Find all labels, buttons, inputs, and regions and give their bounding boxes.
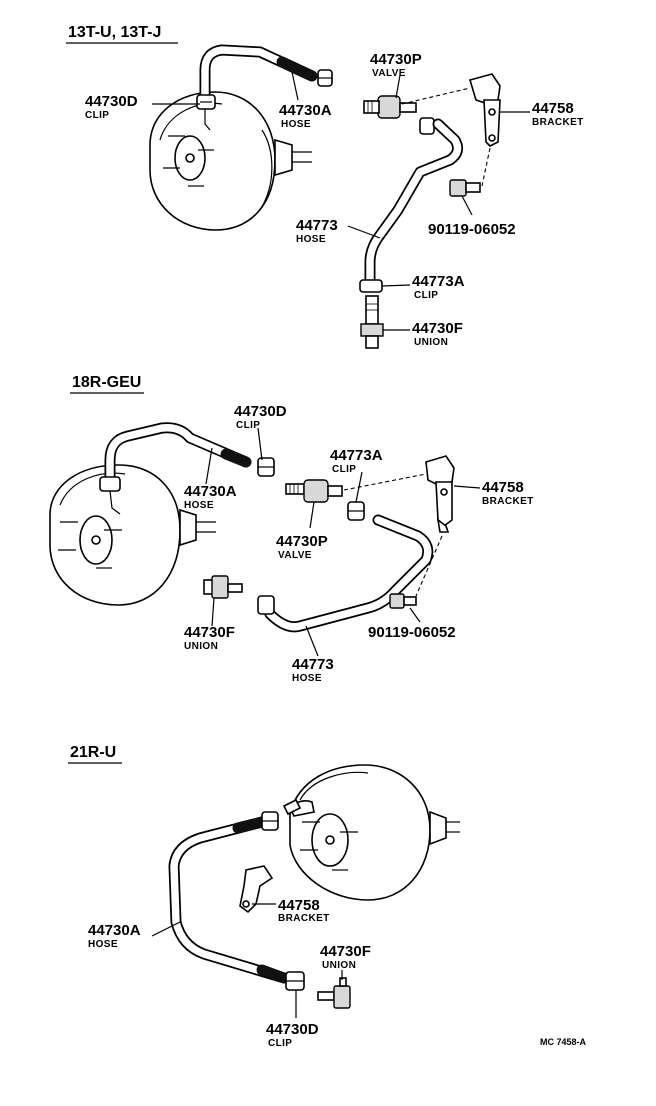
section-21r-u: 21R-U xyxy=(68,744,460,1049)
clip-44730d xyxy=(196,94,216,131)
clip-44730d xyxy=(99,476,121,515)
assembly-line xyxy=(481,147,491,187)
label-44730p-name: VALVE xyxy=(372,68,406,79)
label-44730a-name: HOSE xyxy=(281,119,311,130)
bracket-44758 xyxy=(468,73,501,147)
check-valve-44730p xyxy=(285,479,343,503)
label-44773-name: HOSE xyxy=(292,673,322,684)
label-bolt-num: 90119-06052 xyxy=(428,221,516,238)
label-44730a-num: 44730A xyxy=(279,102,332,119)
hose-clip xyxy=(257,595,275,615)
leader-line xyxy=(291,71,299,101)
label-44730a-name: HOSE xyxy=(184,500,214,511)
clip-44773a xyxy=(347,501,365,521)
leader-line xyxy=(409,607,421,623)
leader-line xyxy=(257,427,263,461)
label-44773a-num: 44773A xyxy=(330,447,383,464)
clip-44730d-hose-end xyxy=(257,457,275,477)
leader-line xyxy=(381,284,411,287)
label-bolt-num: 90119-06052 xyxy=(368,624,456,641)
label-44730f-name: UNION xyxy=(184,641,218,652)
leader-line xyxy=(461,195,473,216)
brake-booster xyxy=(49,464,216,606)
hose-fitting xyxy=(282,798,302,816)
check-valve-44730p xyxy=(363,95,417,119)
label-44758-name: BRACKET xyxy=(278,913,330,924)
assembly-line xyxy=(415,535,443,597)
section-heading: 21R-U xyxy=(70,744,116,761)
section-heading: 18R-GEU xyxy=(72,374,141,391)
label-44758-num: 44758 xyxy=(278,897,320,914)
leader-line xyxy=(395,74,401,99)
bolt-90119-06052 xyxy=(389,593,417,609)
label-44773-num: 44773 xyxy=(292,656,334,673)
label-44758-num: 44758 xyxy=(532,100,574,117)
assembly-line xyxy=(401,87,471,105)
union-44730f xyxy=(203,575,243,599)
figure-code: MC 7458-A xyxy=(540,1037,587,1047)
label-44730f-num: 44730F xyxy=(320,943,371,960)
label-44730f-name: UNION xyxy=(322,960,356,971)
section-18r-geu: 18R-GEU xyxy=(49,374,534,684)
label-44773-name: HOSE xyxy=(296,234,326,245)
vacuum-hose-44730a xyxy=(168,816,290,984)
leader-line xyxy=(305,625,319,657)
union-44730f xyxy=(360,295,384,349)
vacuum-hose-44773 xyxy=(364,118,464,288)
label-44730d-name: CLIP xyxy=(85,110,109,121)
clip-44773a xyxy=(359,279,383,293)
label-44730a-num: 44730A xyxy=(184,483,237,500)
leader-line xyxy=(211,597,215,627)
label-44773a-name: CLIP xyxy=(332,464,356,475)
brake-booster xyxy=(149,91,312,231)
label-44730f-num: 44730F xyxy=(184,624,235,641)
bracket-44758 xyxy=(425,455,455,533)
bracket-44758 xyxy=(239,865,274,914)
label-44758-name: BRACKET xyxy=(532,117,584,128)
union-44730f xyxy=(317,977,351,1009)
hose-clip xyxy=(419,117,435,135)
label-44730d-num: 44730D xyxy=(85,93,138,110)
leader-line xyxy=(347,225,381,239)
label-44730d-name: CLIP xyxy=(268,1038,292,1049)
label-44730d-name: CLIP xyxy=(236,420,260,431)
leader-line xyxy=(205,447,213,485)
vacuum-hose-44730a xyxy=(199,44,318,106)
leader-line xyxy=(453,485,481,489)
label-44758-name: BRACKET xyxy=(482,496,534,507)
label-44730p-num: 44730P xyxy=(276,533,328,550)
label-44730d-num: 44730D xyxy=(234,403,287,420)
section-heading: 13T-U, 13T-J xyxy=(68,24,161,41)
label-44758-num: 44758 xyxy=(482,479,524,496)
label-44730p-name: VALVE xyxy=(278,550,312,561)
label-44730d-num: 44730D xyxy=(266,1021,319,1038)
vacuum-hose-44773 xyxy=(264,514,434,633)
hose-clip xyxy=(261,811,279,831)
label-44730a-num: 44730A xyxy=(88,922,141,939)
leader-line xyxy=(309,501,315,529)
brake-booster xyxy=(289,764,460,901)
vacuum-hose-44730a xyxy=(104,422,252,486)
label-44730p-num: 44730P xyxy=(370,51,422,68)
clip-44730a-end xyxy=(317,69,333,87)
label-44730f-name: UNION xyxy=(414,337,448,348)
assembly-line xyxy=(343,473,427,491)
bolt-90119-06052 xyxy=(449,179,481,197)
label-44730f-num: 44730F xyxy=(412,320,463,337)
leader-line xyxy=(355,471,363,503)
clip-44730d xyxy=(285,971,305,991)
label-44773a-num: 44773A xyxy=(412,273,465,290)
label-44773a-name: CLIP xyxy=(414,290,438,301)
section-13t: 13T-U, 13T-J xyxy=(66,24,584,349)
leader-line xyxy=(151,921,181,937)
label-44730a-name: HOSE xyxy=(88,939,118,950)
label-44773-num: 44773 xyxy=(296,217,338,234)
